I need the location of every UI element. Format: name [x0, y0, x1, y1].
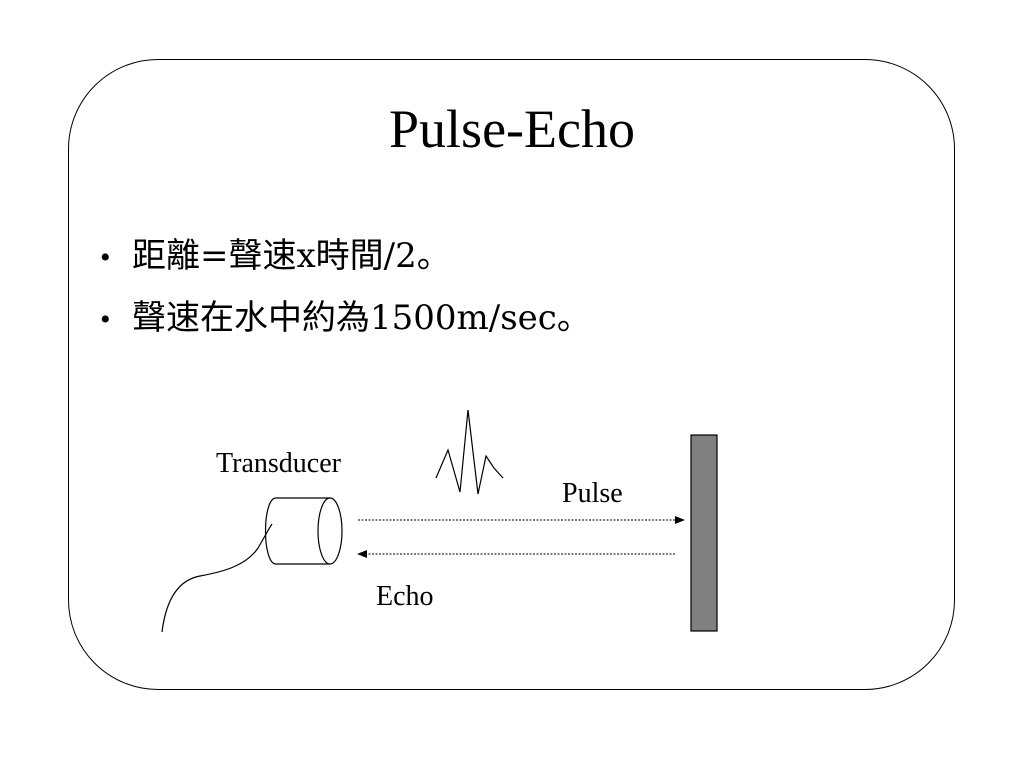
transducer-icon	[264, 497, 343, 565]
echo-label: Echo	[376, 581, 434, 612]
bullet-item: • 距離=聲速x時間/2。	[100, 228, 591, 290]
bullet-text: 聲速在水中約為1500m/sec。	[132, 298, 591, 338]
transducer-label: Transducer	[216, 448, 341, 479]
slide-frame	[68, 59, 955, 690]
pulse-waveform-icon	[435, 409, 504, 495]
slide-title: Pulse-Echo	[389, 99, 635, 159]
bullet-item: • 聲速在水中約為1500m/sec。	[100, 290, 591, 352]
bullet-marker: •	[100, 241, 111, 274]
bullet-marker: •	[100, 303, 111, 336]
reflector-wall	[690, 434, 718, 632]
pulse-label: Pulse	[562, 478, 623, 509]
bullet-text: 距離=聲速x時間/2。	[132, 236, 451, 276]
transducer-cable	[161, 523, 273, 633]
bullet-list: • 距離=聲速x時間/2。 • 聲速在水中約為1500m/sec。	[100, 228, 591, 352]
